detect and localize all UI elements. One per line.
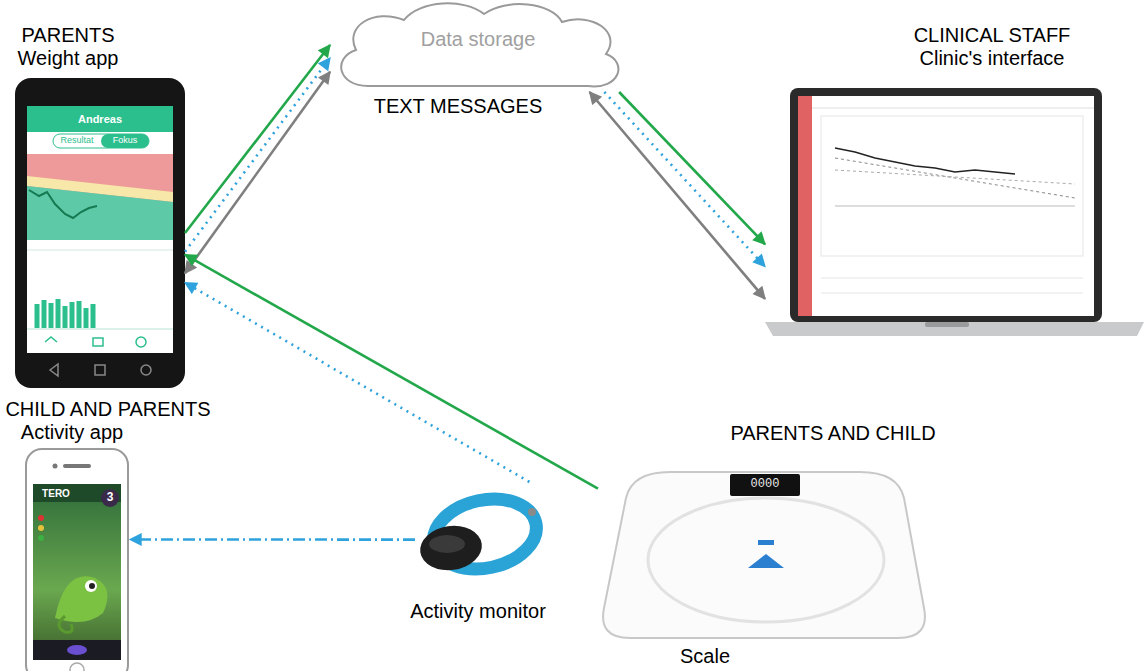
activity-band [417,490,543,578]
node-heading: Activity monitor [410,600,546,622]
phone-body [26,449,128,671]
chameleon-pupil [89,583,95,589]
chart-red-zone [27,154,173,240]
scale-readout: 0000 [751,478,780,491]
tracker-module [417,522,485,574]
activity-monitor: Activity monitor [415,482,545,595]
chart-green-band [27,186,173,240]
speaker [63,464,91,468]
nav-buttons [50,364,151,376]
data-flow-arrow [604,92,765,267]
data-flow-arrow [185,255,598,489]
data-flow-arrow [185,45,330,233]
table-line [821,278,1083,279]
node-subtitle: Clinic's interface [920,47,1065,69]
cloud-outline [341,3,618,86]
game-screen [33,484,121,660]
activity-phone [26,449,128,671]
activity-app-phone: CHILD AND PARENTSActivity app [25,448,130,671]
laptop [765,88,1144,336]
data-flow-arrow [619,92,765,244]
bathroom-scale: PARENTS AND CHILDScale [598,468,930,640]
data-flow-arrow [185,283,529,482]
data-flow-arrow [130,538,415,541]
laptop-screen [798,96,1094,316]
node-subtitle: Activity app [21,421,123,443]
game-button [67,645,87,655]
node-heading: PARENTS AND CHILD [730,422,935,444]
band-clasp [528,508,536,516]
node-subtitle: Scale [680,645,730,667]
scale-ring [648,498,884,622]
clinic-laptop: CLINICAL STAFFClinic's interface [765,88,1144,336]
node-heading: Data storage [421,28,536,50]
game-footer [33,640,121,660]
node-heading: PARENTS [22,24,115,46]
tracker-face [429,535,465,553]
stat-dot [38,535,44,541]
app-header [27,106,173,132]
data-storage-cloud: Data storageTEXT MESSAGES [330,0,625,92]
laptop-notch [925,322,969,327]
chart-goal [835,206,1075,207]
weight-phone [15,78,185,388]
bar-axis [27,329,173,330]
scale [603,472,925,638]
chart-line [835,148,1015,174]
chart-trend [835,158,1075,198]
chart-trend [835,170,1075,184]
node-subtitle: Weight app [18,47,119,69]
chameleon-tail [59,616,72,632]
data-flow-arrow [185,72,330,274]
game-level: 3 [107,491,114,504]
tab-pill-active [101,134,149,148]
scale-body [603,472,925,638]
data-flow-arrow [590,92,765,299]
chart-frame [821,116,1083,256]
laptop-bezel [790,88,1102,322]
game-character-name: TERO [42,488,70,499]
stat-dot [38,525,44,531]
tab-pill [53,134,149,148]
axis-line [27,250,173,251]
laptop-base [765,322,1144,336]
phone-body [15,78,185,388]
scale-display [730,474,800,496]
screen-user-name: Andreas [78,113,122,125]
camera [53,464,58,469]
node-heading: CHILD AND PARENTS [5,398,210,420]
nav-line [812,108,1094,109]
activity-bars [37,299,93,328]
node-subtitle: TEXT MESSAGES [374,95,543,117]
table-line [821,293,1083,294]
scale-logo [758,540,774,545]
chameleon [55,576,108,622]
data-flow-arrow [185,58,330,252]
level-badge [101,489,119,507]
sidebar [798,96,812,316]
phone-screen [27,106,173,353]
weight-line [29,190,97,218]
screen-tab: Resultat [60,136,93,146]
tab-icons [45,337,146,347]
screen-tab: Fokus [113,136,138,146]
stat-dot [38,515,44,521]
node-heading: CLINICAL STAFF [914,24,1071,46]
home-button [70,663,84,671]
scale-logo [748,554,784,568]
chameleon-eye [85,580,97,592]
